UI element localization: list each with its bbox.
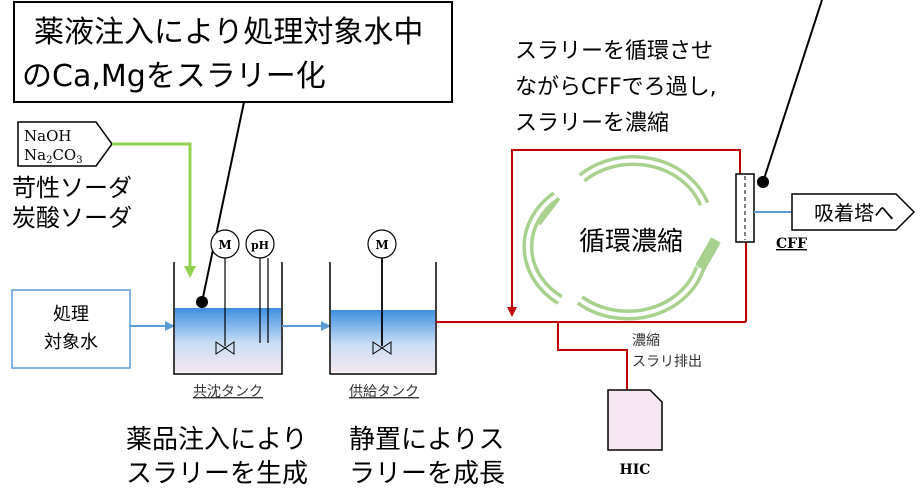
recirc-note-line1: スラリーを循環させ (515, 39, 713, 64)
hic-body (607, 389, 663, 451)
bottom-note-right-line2: ラリーを成長 (349, 459, 505, 489)
cycle-arc-top-inner (580, 158, 706, 205)
tank1-wall (173, 262, 283, 375)
tank2-impeller-icon (372, 341, 392, 355)
tank-supply: M 供給タンク (329, 229, 437, 400)
tank-coprecipitation: M pH 共沈タンク (173, 229, 283, 400)
feed-box-line2: 対象水 (44, 332, 98, 353)
callout-leader-line (201, 101, 245, 303)
feed-box-line1: 処理 (53, 304, 89, 325)
tank2-water (331, 310, 435, 372)
callout-leader-dot (196, 296, 208, 308)
cycle-arc-bottom-inner (578, 267, 702, 317)
hic-label: HIC (620, 462, 651, 478)
bottom-note-right-line1: 静置によりス (349, 425, 504, 455)
callout-top-line1: 薬液注入により処理対象水中 (34, 15, 423, 50)
tank2-label: 供給タンク (349, 384, 419, 400)
cff-filter: CFF (735, 173, 807, 252)
adsorber-tag-label: 吸着塔へ (814, 201, 894, 225)
recirc-note-line3: スラリーを濃縮 (515, 111, 669, 136)
chem-tag-line2: Na2CO3 (24, 146, 83, 166)
chem-feed-line (112, 142, 196, 278)
tank1-water (175, 308, 281, 372)
feed-box-rect (11, 289, 131, 369)
cycle-label: 循環濃縮 (579, 227, 683, 257)
cff-leader-dot (757, 176, 769, 188)
chem-tag-shape (17, 121, 113, 167)
callout-top-line2: のCa,Mgをスラリー化 (22, 59, 326, 94)
cycle-arc-left-inner (525, 194, 562, 302)
tank1-impeller-icon (215, 341, 235, 355)
discharge-line (557, 322, 632, 403)
bottom-note-left-line2: スラリーを生成 (126, 459, 308, 489)
recirc-piping (436, 149, 751, 403)
tank2-wall (329, 262, 437, 375)
chem-tag-line1: NaOH (24, 127, 71, 145)
tank2-motor-label: M (375, 238, 388, 252)
feed-box: 処理 対象水 (11, 289, 131, 369)
chem-name-line2: 炭酸ソーダ (12, 204, 132, 232)
recirc-note-line2: ながらCFFでろ過し, (515, 75, 717, 100)
callout-top: 薬液注入により処理対象水中 のCa,Mgをスラリー化 (13, 1, 453, 103)
cff-leader-line (762, 0, 823, 183)
cycle-arrows-icon (522, 154, 721, 321)
return-line (507, 149, 741, 317)
chem-tag: NaOH Na2CO3 (17, 121, 113, 167)
chem-name-line1: 苛性ソーダ (12, 174, 132, 202)
tank1-label: 共沈タンク (193, 384, 263, 400)
adsorber-tag: 吸着塔へ (791, 193, 916, 231)
tank1-ph-label: pH (251, 239, 269, 252)
adsorber-tag-shape (791, 193, 916, 231)
discharge-line2: スラリ排出 (632, 354, 702, 370)
callout-top-box (13, 1, 453, 103)
tank1-motor-label: M (218, 238, 231, 252)
bottom-note-left-line1: 薬品注入により (126, 425, 307, 455)
cff-label: CFF (776, 236, 807, 252)
hic-container: HIC (607, 389, 663, 478)
cycle-arrowhead-right (695, 237, 721, 271)
discharge-line1: 濃縮 (632, 333, 660, 349)
